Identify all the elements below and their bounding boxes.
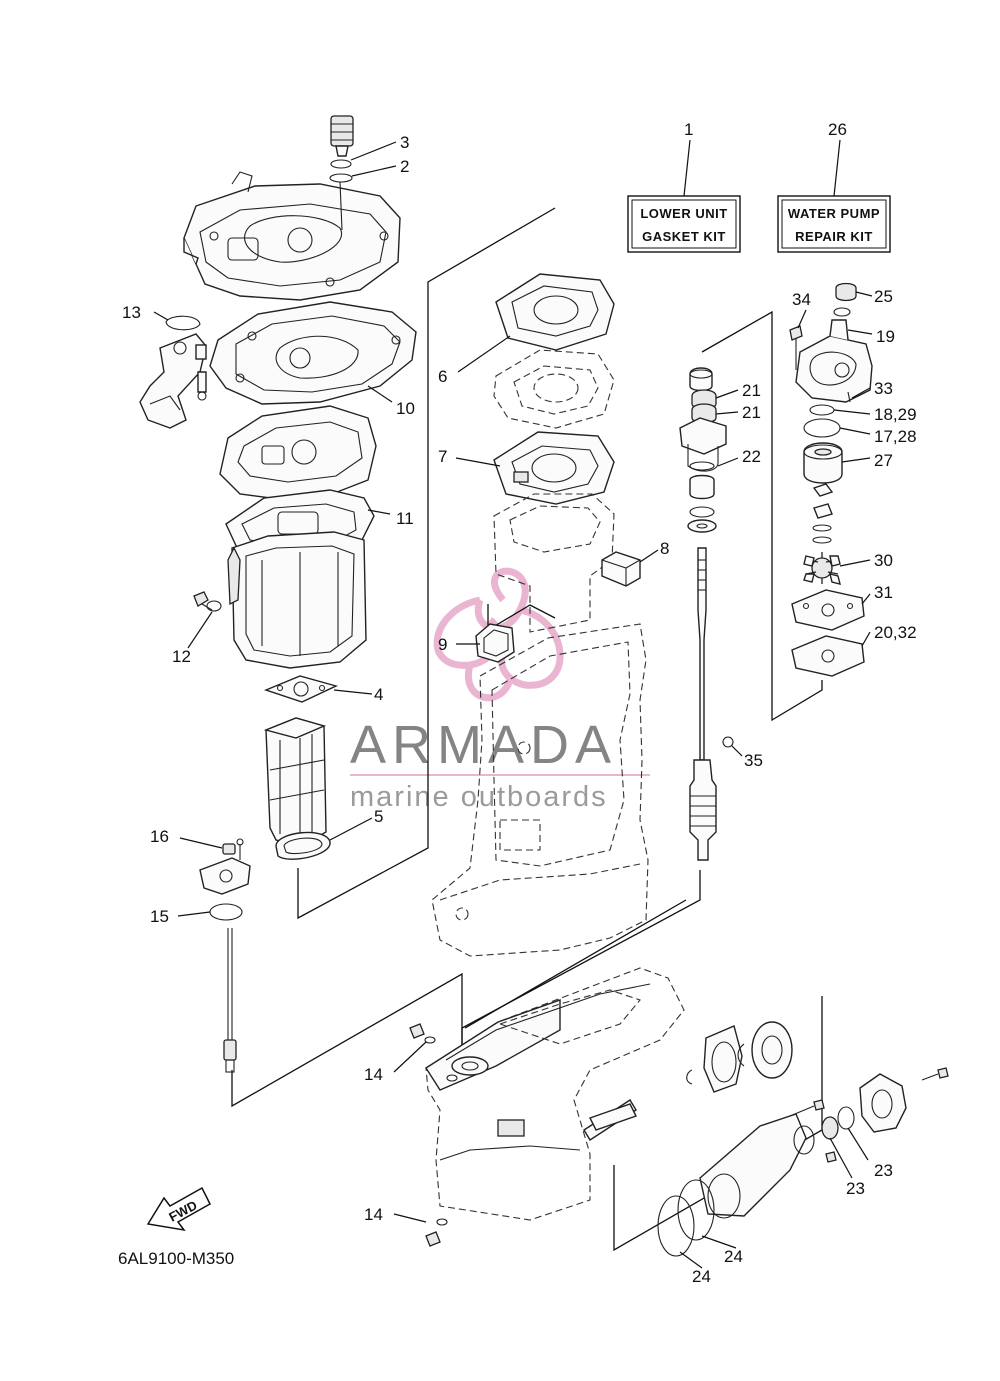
part-4-gasket xyxy=(263,675,339,703)
callout-24a: 24 xyxy=(724,1247,743,1266)
watermark-tagline: marine outboards xyxy=(350,781,608,813)
callout-21b: 21 xyxy=(742,403,761,422)
callout-25: 25 xyxy=(874,287,893,306)
drive-shaft-parts xyxy=(679,367,734,861)
callout-23b: 23 xyxy=(846,1179,865,1198)
callout-5: 5 xyxy=(374,807,383,826)
callout-15: 15 xyxy=(150,907,169,926)
shift-rod xyxy=(223,928,237,1073)
callout-17-28: 17,28 xyxy=(874,427,917,446)
callout-22: 22 xyxy=(742,447,761,466)
callout-12: 12 xyxy=(172,647,191,666)
watermark-brand: ARMADA xyxy=(350,715,617,775)
upper-casing-middle xyxy=(493,493,615,633)
exhaust-pipe xyxy=(263,717,327,847)
oil-pan xyxy=(227,531,367,669)
part-7-gasket xyxy=(493,431,615,505)
part-6-gasket xyxy=(495,273,615,351)
callouts: 3 2 13 10 11 12 4 5 16 15 6 7 8 9 21 21 … xyxy=(122,133,917,1286)
callout-19: 19 xyxy=(876,327,895,346)
kit-line1: LOWER UNIT xyxy=(640,206,727,221)
kit-box-lower-unit-gasket: LOWER UNIT GASKET KIT 1 xyxy=(627,120,741,253)
callout-33: 33 xyxy=(874,379,893,398)
callout-27: 27 xyxy=(874,451,893,470)
callout-11: 11 xyxy=(396,509,414,528)
callout-1: 1 xyxy=(684,120,693,139)
part-13-gasket xyxy=(165,315,201,331)
water-pump-parts xyxy=(789,282,873,677)
callout-3: 3 xyxy=(400,133,409,152)
diagram-code: 6AL9100-M350 xyxy=(118,1249,234,1268)
kit-line1: WATER PUMP xyxy=(788,206,880,221)
callout-14a: 14 xyxy=(364,1065,383,1084)
part-14-plug-top xyxy=(409,1023,436,1044)
callout-14b: 14 xyxy=(364,1205,383,1224)
part-2-o-ring xyxy=(330,159,352,169)
propeller-shaft-parts xyxy=(589,1021,949,1257)
fwd-label: FWD xyxy=(166,1198,199,1225)
part-16-bracket xyxy=(199,838,251,895)
callout-24b: 24 xyxy=(692,1267,711,1286)
callout-34: 34 xyxy=(792,290,811,309)
upper-casing xyxy=(431,623,649,957)
part-12-bolt xyxy=(193,591,222,612)
part-15-o-ring xyxy=(209,903,243,921)
armada-watermark: ARMADA marine outboards xyxy=(350,567,650,813)
callout-2: 2 xyxy=(400,157,409,176)
callout-30: 30 xyxy=(874,551,893,570)
callout-10: 10 xyxy=(396,399,415,418)
part-14-plug-bottom xyxy=(425,1218,448,1247)
callout-18-29: 18,29 xyxy=(874,405,917,424)
callout-35: 35 xyxy=(744,751,763,770)
part-8-grommet xyxy=(601,551,641,587)
callout-31: 31 xyxy=(874,583,893,602)
callout-21a: 21 xyxy=(742,381,761,400)
callout-4: 4 xyxy=(374,685,383,704)
callout-7: 7 xyxy=(438,447,447,466)
lower-case xyxy=(425,967,685,1221)
kit-box-water-pump-repair: WATER PUMP REPAIR KIT 26 xyxy=(777,120,891,253)
kit-line2: REPAIR KIT xyxy=(795,229,873,244)
callout-16: 16 xyxy=(150,827,169,846)
impeller-icon xyxy=(803,552,841,585)
upper-casing-top xyxy=(183,171,401,301)
callout-13: 13 xyxy=(122,303,141,322)
leader-lines xyxy=(153,141,873,1269)
exhaust-bracket xyxy=(139,333,207,429)
callout-23a: 23 xyxy=(874,1161,893,1180)
callout-20-32: 20,32 xyxy=(874,623,917,642)
callout-26: 26 xyxy=(828,120,847,139)
exhaust-manifold xyxy=(219,405,377,501)
callout-6: 6 xyxy=(438,367,447,386)
part-5-seal xyxy=(275,831,331,860)
part-10-gasket xyxy=(209,301,417,405)
part-3-sender xyxy=(330,115,354,157)
kit-line2: GASKET KIT xyxy=(642,229,726,244)
part-9-seal xyxy=(475,623,515,663)
fwd-arrow-icon: FWD xyxy=(146,1186,211,1232)
exhaust-guide xyxy=(493,349,615,429)
callout-8: 8 xyxy=(660,539,669,558)
callout-9: 9 xyxy=(438,635,447,654)
